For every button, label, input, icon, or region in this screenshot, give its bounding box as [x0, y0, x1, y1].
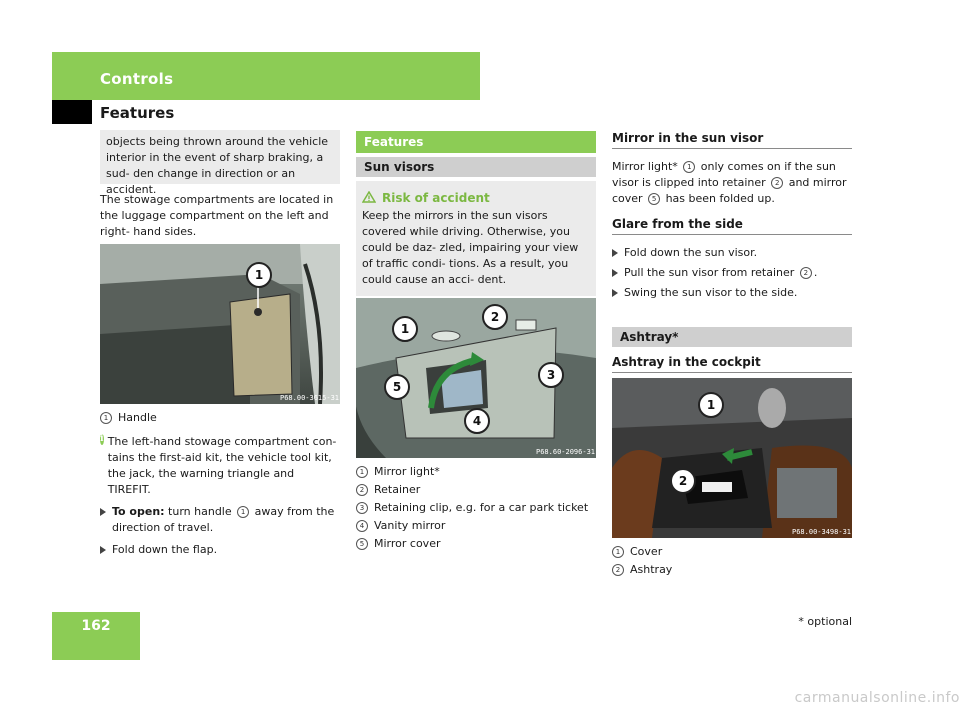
info-note: i The left-hand stowage compartment con-…	[100, 434, 340, 498]
step-open-text: turn handle	[164, 505, 232, 518]
glare-step-text: Fold down the sun visor.	[624, 246, 758, 259]
step-open-rest: away from the direction of travel.	[112, 505, 335, 534]
step-arrow-icon	[612, 269, 618, 277]
column-2-legend: 1 Mirror light* 2 Retainer 3 Retaining clip…	[356, 464, 596, 552]
legend-item: 1 Cover	[612, 544, 852, 560]
legend-item: 3 Retaining clip, e.g. for a car park tic…	[356, 500, 596, 516]
glare-step: Pull the sun visor from retainer 2.	[612, 265, 852, 281]
callout-3: 3	[538, 362, 564, 388]
legend-label: Vanity mirror	[374, 519, 446, 532]
callout-2: 2	[482, 304, 508, 330]
warning-triangle-icon	[362, 191, 376, 203]
warning-text: Keep the mirrors in the sun visors cover…	[362, 209, 579, 286]
inline-number: 2	[799, 267, 812, 279]
continued-note: objects being thrown around the vehicle …	[106, 135, 329, 196]
callout-2: 2	[670, 468, 696, 494]
luggage-compartment-illustration	[100, 244, 340, 404]
legend-number: 2	[612, 564, 624, 576]
sun-visors-bar: Sun visors	[356, 157, 596, 177]
inline-number: 1	[683, 161, 696, 173]
glare-step-text: Pull the sun visor from retainer	[624, 266, 795, 279]
mirror-text-b: only comes on if the sun visor is clippe…	[612, 160, 836, 189]
legend-label: Ashtray	[630, 563, 673, 576]
warning-heading: Risk of accident	[362, 187, 590, 206]
step-arrow-icon	[100, 546, 106, 554]
glare-step: Swing the sun visor to the side.	[612, 285, 852, 301]
header-tab	[52, 100, 92, 124]
legend-number: 4	[356, 520, 368, 532]
legend-label: Cover	[630, 545, 663, 558]
step-fold: Fold down the flap.	[100, 542, 340, 558]
legend-item: 1 Mirror light*	[356, 464, 596, 480]
glare-step-text: Swing the sun visor to the side.	[624, 286, 798, 299]
callout-4: 4	[464, 408, 490, 434]
luggage-compartment-photo: 1 P68.00-3615-31	[100, 244, 340, 404]
heading-mirror: Mirror in the sun visor	[612, 131, 852, 149]
legend-item: 4 Vanity mirror	[356, 518, 596, 534]
legend-label: Mirror light*	[374, 465, 440, 478]
callout-5: 5	[384, 374, 410, 400]
image-code: P68.00-3498-31	[792, 528, 852, 536]
glare-step: Fold down the sun visor.	[612, 245, 852, 261]
inline-number: 5	[648, 193, 661, 205]
legend-number: 2	[356, 484, 368, 496]
ashtray-bar: Ashtray*	[612, 327, 852, 347]
info-icon: i	[100, 434, 104, 445]
step-fold-text: Fold down the flap.	[112, 543, 218, 556]
heading-ashtray-cockpit: Ashtray in the cockpit	[612, 355, 852, 373]
legend-item: 2 Retainer	[356, 482, 596, 498]
mirror-paragraph: Mirror light* 1 only comes on if the sun…	[612, 159, 852, 207]
continued-note-box: objects being thrown around the vehicle …	[100, 130, 340, 196]
column-2: Features Sun visors Risk of accident Kee…	[356, 131, 596, 296]
subsection-title: Features	[100, 104, 175, 122]
legend-item: 1 Handle	[100, 410, 340, 426]
step-open: To open: turn handle 1 away from the dir…	[100, 504, 340, 536]
legend-item: 2 Ashtray	[612, 562, 852, 578]
stowage-paragraph: The stowage compartments are located in …	[100, 193, 334, 238]
legend-number: 3	[356, 502, 368, 514]
sun-visor-photo: 1 2 3 4 5 P68.60-2096-31	[356, 298, 596, 458]
section-title: Controls	[100, 70, 174, 88]
inline-number: 2	[771, 177, 784, 189]
legend-label: Retainer	[374, 483, 421, 496]
legend-label: Mirror cover	[374, 537, 441, 550]
image-code: P68.00-3615-31	[280, 394, 340, 402]
step-arrow-icon	[100, 508, 106, 516]
header-band	[52, 52, 480, 100]
page-number: 162	[81, 618, 111, 634]
callout-1: 1	[246, 262, 272, 288]
column-1: objects being thrown around the vehicle …	[100, 130, 340, 240]
mirror-text-c: and mirror cover	[612, 176, 847, 205]
legend-number: 1	[100, 412, 112, 424]
legend-item: 5 Mirror cover	[356, 536, 596, 552]
legend-label: Handle	[118, 411, 157, 424]
legend-number: 1	[356, 466, 368, 478]
step-arrow-icon	[612, 289, 618, 297]
mirror-text-d: has been folded up.	[662, 192, 775, 205]
step-open-label: To open:	[112, 505, 165, 518]
image-code: P68.60-2096-31	[536, 448, 596, 456]
features-bar: Features	[356, 131, 596, 153]
step-arrow-icon	[612, 249, 618, 257]
ashtray-illustration	[612, 378, 852, 538]
legend-number: 5	[356, 538, 368, 550]
watermark: carmanualsonline.info	[794, 690, 960, 706]
mirror-text-a: Mirror light*	[612, 160, 678, 173]
callout-1: 1	[392, 316, 418, 342]
legend-number: 1	[612, 546, 624, 558]
optional-note: * optional	[798, 615, 852, 628]
inline-number: 1	[237, 506, 250, 518]
column-1-lower: 1 Handle i The left-hand stowage compartm…	[100, 410, 340, 558]
column-3: Mirror in the sun visor Mirror light* 1 …	[612, 131, 852, 373]
warning-box: Risk of accident Keep the mirrors in the…	[356, 181, 596, 296]
heading-glare: Glare from the side	[612, 217, 852, 235]
column-3-legend: 1 Cover 2 Ashtray	[612, 544, 852, 578]
callout-1: 1	[698, 392, 724, 418]
warning-title: Risk of accident	[382, 191, 490, 205]
ashtray-photo: 1 2 P68.00-3498-31	[612, 378, 852, 538]
page-number-box	[52, 612, 140, 660]
legend-label: Retaining clip, e.g. for a car park tick…	[374, 501, 589, 514]
info-text: The left-hand stowage compartment con- t…	[107, 435, 337, 496]
